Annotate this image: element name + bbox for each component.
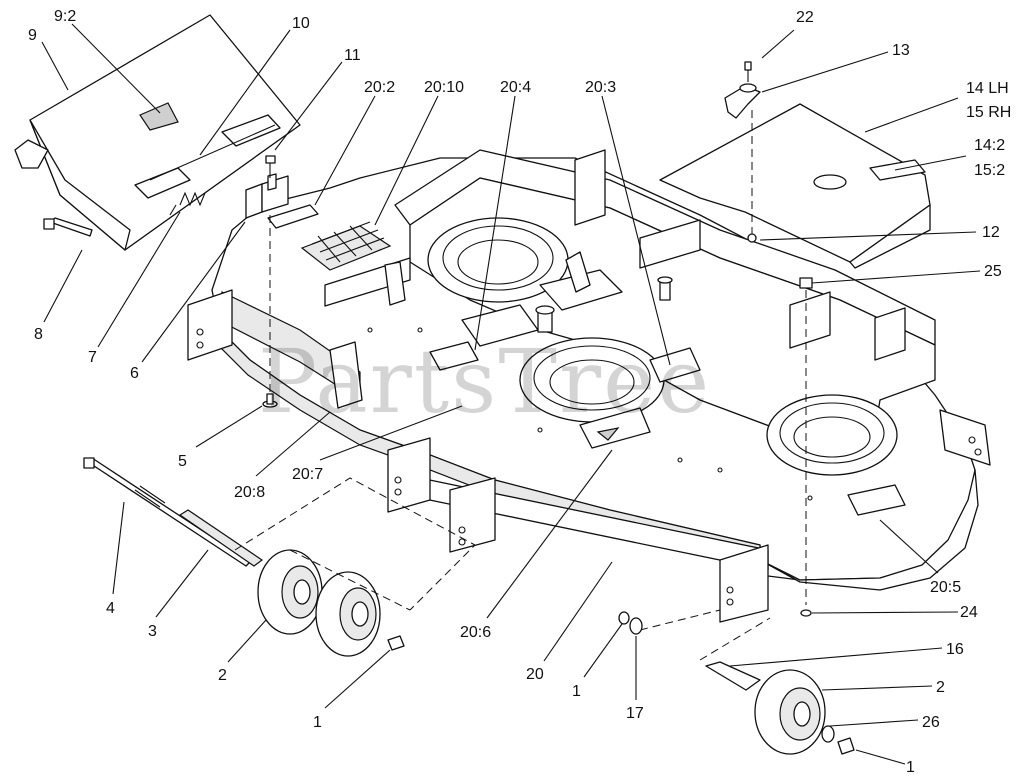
- callout-20-8: 20:8: [234, 484, 265, 501]
- callout-3: 3: [148, 623, 157, 640]
- callout-7: 7: [88, 349, 97, 366]
- leader-lines: [41, 23, 981, 765]
- callout-22: 22: [796, 9, 814, 26]
- callout-labels: 9:2 9 10 11 20:2 20:10 20:4 20:3 22 13 1…: [28, 8, 1011, 776]
- hinge-bracket: [134, 114, 281, 199]
- callout-9: 9: [28, 27, 37, 44]
- callout-17: 17: [626, 705, 644, 722]
- callout-1b: 1: [572, 683, 581, 700]
- decal-20-8: [329, 341, 363, 409]
- callout-20-4: 20:4: [500, 79, 531, 96]
- callout-24: 24: [960, 604, 978, 621]
- carriage-bolt: [262, 393, 278, 408]
- callout-6: 6: [130, 365, 139, 382]
- callout-9-2: 9:2: [54, 8, 76, 25]
- callout-25: 25: [984, 263, 1002, 280]
- bolt-11: [265, 155, 276, 178]
- watermark-text: PartsTree: [258, 330, 711, 433]
- decal-20-4: [429, 341, 479, 371]
- mower-deck: [187, 149, 991, 623]
- callout-11: 11: [344, 47, 361, 64]
- decal-9-2: [139, 102, 179, 131]
- callout-1a: 1: [313, 714, 322, 731]
- callout-14-2: 14:2: [974, 137, 1005, 154]
- roller-axle-assembly: [83, 457, 476, 657]
- cover-knob: [724, 61, 761, 243]
- callout-13: 13: [892, 42, 910, 59]
- callout-26: 26: [922, 714, 940, 731]
- shoulder-bolt: [43, 217, 93, 237]
- callout-20-6: 20:6: [460, 624, 491, 641]
- rear-roller-assembly: [618, 609, 855, 755]
- chute-mount-bracket: [245, 173, 289, 395]
- callout-15-2: 15:2: [974, 162, 1005, 179]
- callout-20: 20: [526, 666, 544, 683]
- belt-cover: [659, 103, 931, 269]
- callout-8: 8: [34, 326, 43, 343]
- callout-20-7: 20:7: [292, 466, 323, 483]
- callout-20-2: 20:2: [364, 79, 395, 96]
- callout-10: 10: [292, 15, 310, 32]
- callout-2b: 2: [936, 679, 945, 696]
- callout-12: 12: [982, 224, 1000, 241]
- callout-5: 5: [178, 453, 187, 470]
- callout-14-lh: 14 LH: [966, 80, 1009, 97]
- callout-4: 4: [106, 600, 115, 617]
- decal-20-2: [267, 204, 319, 229]
- callout-20-3: 20:3: [585, 79, 616, 96]
- callout-20-5: 20:5: [930, 579, 961, 596]
- callout-16: 16: [946, 641, 964, 658]
- callout-1c: 1: [906, 759, 915, 776]
- torsion-spring: [169, 191, 206, 216]
- discharge-chute: [14, 14, 301, 251]
- callout-2a: 2: [218, 667, 227, 684]
- decal-20-5: [847, 484, 906, 516]
- callout-20-10: 20:10: [424, 79, 464, 96]
- guide-line-25-24: [799, 277, 813, 617]
- callout-15-rh: 15 RH: [966, 104, 1011, 121]
- decal-20-3: [649, 347, 701, 383]
